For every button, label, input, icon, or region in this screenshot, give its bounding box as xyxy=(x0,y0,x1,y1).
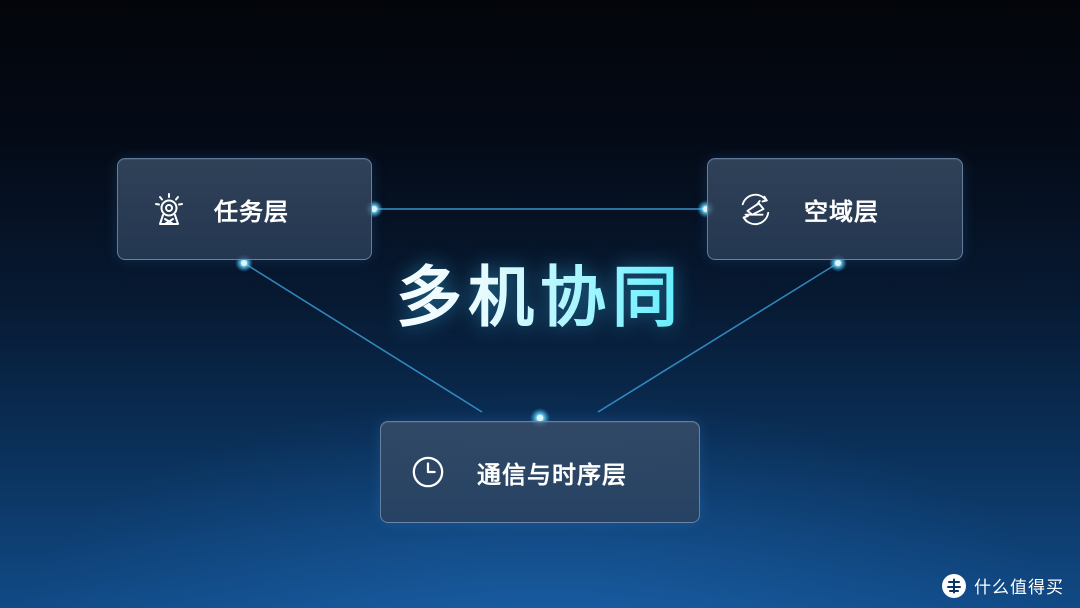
zhi-logo-icon xyxy=(942,573,966,598)
diagram-title: 多机协同 xyxy=(340,255,740,341)
node-label-task: 任务层 xyxy=(214,197,289,226)
connector-airspace-comm xyxy=(597,262,839,413)
radar-tower-icon xyxy=(152,192,186,226)
watermark-text: 什么值得买 xyxy=(974,578,1064,598)
node-airspace-layer: 空域层 xyxy=(707,158,963,260)
connector-task-comm xyxy=(243,262,483,413)
node-label-airspace: 空域层 xyxy=(804,197,879,226)
clock-icon xyxy=(411,455,445,489)
node-comm-timing-layer: 通信与时序层 xyxy=(380,421,700,523)
node-label-comm: 通信与时序层 xyxy=(477,460,627,489)
node-task-layer: 任务层 xyxy=(117,158,372,260)
watermark: 什么值得买 xyxy=(942,573,1064,598)
airspace-orbit-icon xyxy=(738,192,772,226)
